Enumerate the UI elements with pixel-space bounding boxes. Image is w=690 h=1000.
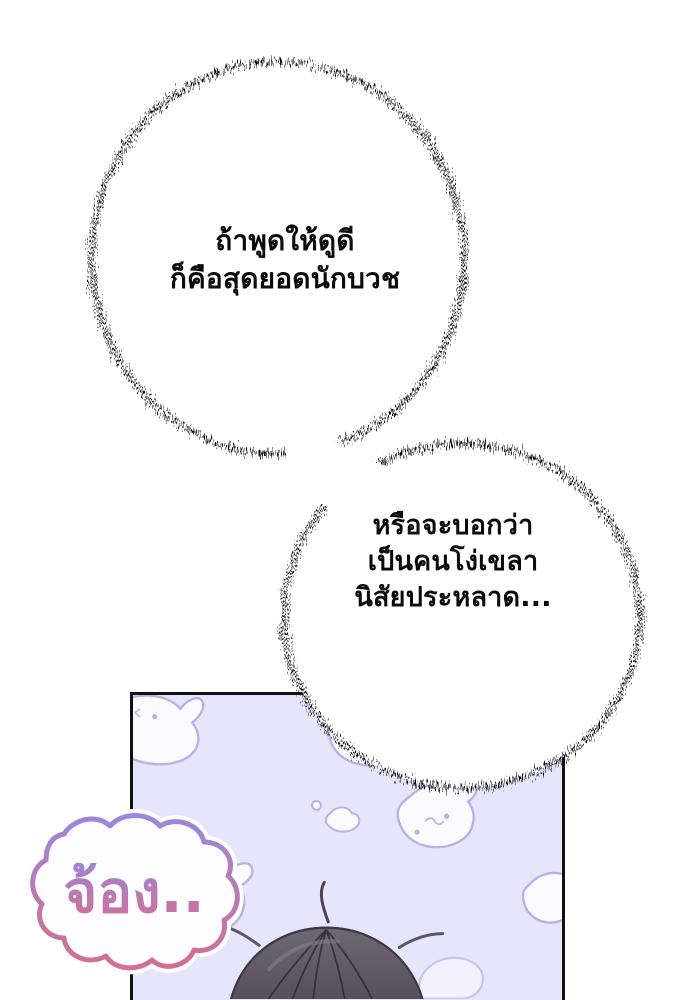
sfx-text-glyphs: จ้อง.. [63,858,204,926]
sfx-cloud-stare: จ้อง.. [26,809,244,975]
bubble-spiky-outline [88,58,644,792]
bubble-upper-left-text: ถ้าพูดให้ดูดี ก็คือสุดยอดนักบวช [169,224,401,295]
character-head [218,880,445,999]
bubble-fill [92,62,640,788]
bubble-lower-right-text: หรือจะบอกว่า เป็นคนโง่เขลา นิสัยประหลาด.… [354,510,552,614]
